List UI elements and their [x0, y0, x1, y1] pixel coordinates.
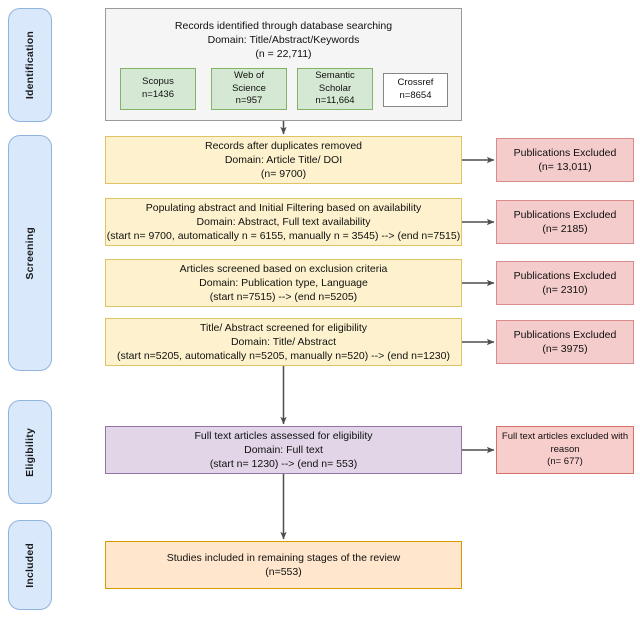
screening-box-title-abstract-eligibility[interactable]: Title/ Abstract screened for eligibility…: [105, 318, 462, 366]
excluded-3-label: Publications Excluded: [513, 269, 617, 282]
identification-line-3: (n = 22,711): [255, 48, 312, 61]
database-scopus-name: Scopus: [142, 76, 174, 88]
stage-pill-identification[interactable]: Identification: [8, 8, 52, 122]
excluded-2-count: (n= 2185): [542, 223, 588, 235]
excluded-1-label: Publications Excluded: [513, 146, 617, 159]
stage-label-included: Included: [24, 542, 36, 588]
included-line-1: Studies included in remaining stages of …: [166, 551, 401, 564]
database-semantic-name-2: Scholar: [318, 82, 352, 94]
stage-pill-included[interactable]: Included: [8, 520, 52, 610]
stage-label-identification: Identification: [24, 30, 36, 100]
database-wos-name-2: Science: [232, 82, 266, 94]
database-box-scopus[interactable]: Scopus n=1436: [120, 68, 196, 110]
stage-pill-eligibility[interactable]: Eligibility: [8, 400, 52, 504]
database-box-web-of-science[interactable]: Web of Science n=957: [211, 68, 287, 110]
excluded-2-label: Publications Excluded: [513, 208, 617, 221]
database-crossref-name: Crossref: [397, 77, 434, 89]
database-wos-count: n=957: [235, 95, 263, 107]
screening-step-1-line-2: Domain: Article Title/ DOI: [224, 153, 343, 166]
excluded-box-duplicates[interactable]: Publications Excluded (n= 13,011): [496, 138, 634, 182]
excluded-box-criteria[interactable]: Publications Excluded (n= 2310): [496, 261, 634, 305]
database-box-crossref[interactable]: Crossref n=8654: [383, 73, 448, 107]
full-text-excluded-line-2: reason: [550, 443, 580, 455]
excluded-4-label: Publications Excluded: [513, 328, 617, 341]
included-box-studies-included[interactable]: Studies included in remaining stages of …: [105, 541, 462, 589]
screening-step-3-line-2: Domain: Publication type, Language: [199, 276, 368, 289]
screening-box-exclusion-criteria[interactable]: Articles screened based on exclusion cri…: [105, 259, 462, 307]
full-text-excluded-line-1: Full text articles excluded with: [501, 430, 629, 442]
database-wos-name-1: Web of: [234, 69, 264, 81]
identification-line-1: Records identified through database sear…: [174, 20, 393, 32]
excluded-1-count: (n= 13,011): [538, 161, 592, 173]
eligibility-box-full-text-assessed[interactable]: Full text articles assessed for eligibil…: [105, 426, 462, 474]
screening-step-1-line-3: (n= 9700): [260, 168, 307, 181]
screening-box-duplicates-removed[interactable]: Records after duplicates removed Domain:…: [105, 136, 462, 184]
database-box-semantic-scholar[interactable]: Semantic Scholar n=11,664: [297, 68, 373, 110]
excluded-box-title-abstract[interactable]: Publications Excluded (n= 3975): [496, 320, 634, 364]
stage-pill-screening[interactable]: Screening: [8, 135, 52, 371]
excluded-4-count: (n= 3975): [542, 343, 588, 355]
stage-label-screening: Screening: [24, 226, 36, 280]
screening-step-4-line-3: (start n=5205, automatically n=5205, man…: [116, 350, 450, 363]
identification-line-2: Domain: Title/Abstract/Keywords: [207, 34, 360, 47]
excluded-box-availability[interactable]: Publications Excluded (n= 2185): [496, 200, 634, 244]
included-line-2: (n=553): [265, 566, 302, 578]
screening-step-3-line-3: (start n=7515) --> (end n=5205): [209, 291, 358, 304]
stage-label-eligibility: Eligibility: [24, 427, 36, 477]
eligibility-box-full-text-excluded[interactable]: Full text articles excluded with reason …: [496, 426, 634, 474]
screening-step-2-line-2: Domain: Abstract, Full text availability: [196, 215, 371, 228]
screening-step-2-line-1: Populating abstract and Initial Filterin…: [145, 201, 422, 214]
screening-step-4-line-1: Title/ Abstract screened for eligibility: [199, 321, 368, 334]
excluded-3-count: (n= 2310): [542, 284, 588, 296]
full-text-excluded-line-3: (n= 677): [547, 456, 583, 468]
screening-step-4-line-2: Domain: Title/ Abstract: [230, 335, 337, 348]
database-scopus-count: n=1436: [142, 89, 174, 100]
eligibility-line-3: (start n= 1230) --> (end n= 553): [209, 458, 358, 471]
database-crossref-count: n=8654: [399, 90, 432, 101]
database-semantic-name-1: Semantic: [315, 69, 355, 81]
screening-step-1-line-1: Records after duplicates removed: [205, 139, 362, 152]
screening-box-abstract-availability-filtering[interactable]: Populating abstract and Initial Filterin…: [105, 198, 462, 246]
database-semantic-count: n=11,664: [315, 95, 355, 107]
screening-step-2-line-3: (start n= 9700, automatically n = 6155, …: [106, 230, 461, 243]
eligibility-line-1: Full text articles assessed for eligibil…: [194, 429, 373, 442]
eligibility-line-2: Domain: Full text: [244, 443, 323, 456]
screening-step-3-line-1: Articles screened based on exclusion cri…: [179, 262, 388, 275]
